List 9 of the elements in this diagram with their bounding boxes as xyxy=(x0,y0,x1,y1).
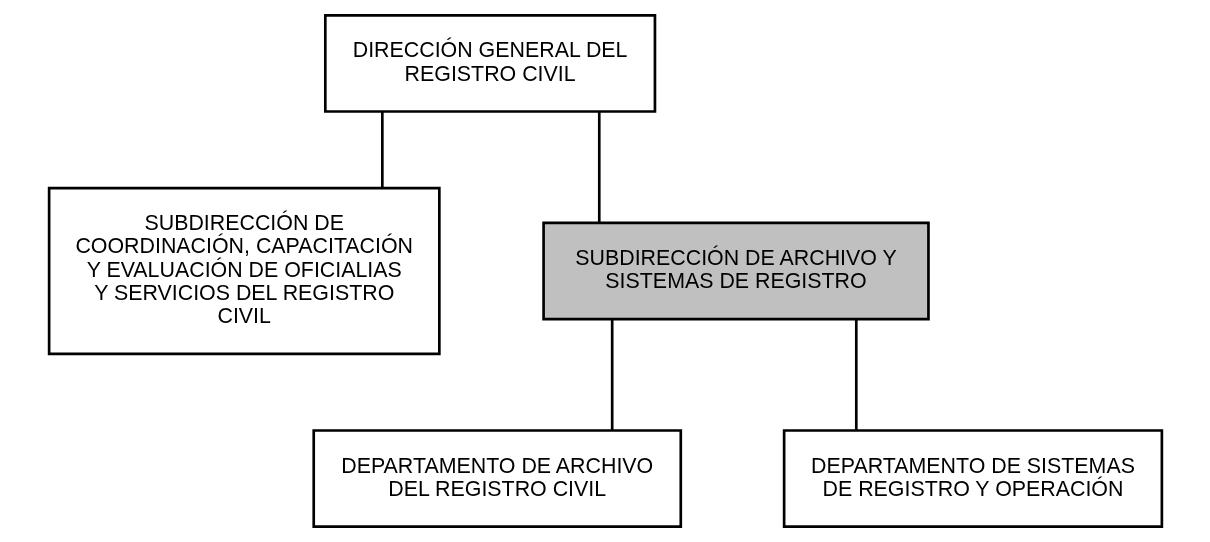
node-box: DIRECCIÓN GENERAL DEL REGISTRO CIVIL xyxy=(323,13,656,113)
connector xyxy=(610,319,613,430)
node-box: DEPARTAMENTO DE SISTEMAS DE REGISTRO Y OPERACIÓN xyxy=(782,429,1163,529)
connector xyxy=(597,111,601,223)
connector xyxy=(854,319,858,430)
node-box: DEPARTAMENTO DE ARCHIVO DEL REGISTRO CIVIL xyxy=(311,429,682,529)
node-box: SUBDIRECCIÓN DE COORDINACIÓN, CAPACITACIÓN Y EVALUACIÓN DE OFICIALIAS Y SERVICIOS DEL REGISTRO CIVIL xyxy=(47,186,441,356)
node-box: SUBDIRECCIÓN DE ARCHIVO Y SISTEMAS DE REGISTRO xyxy=(541,221,930,321)
connector xyxy=(380,111,384,189)
